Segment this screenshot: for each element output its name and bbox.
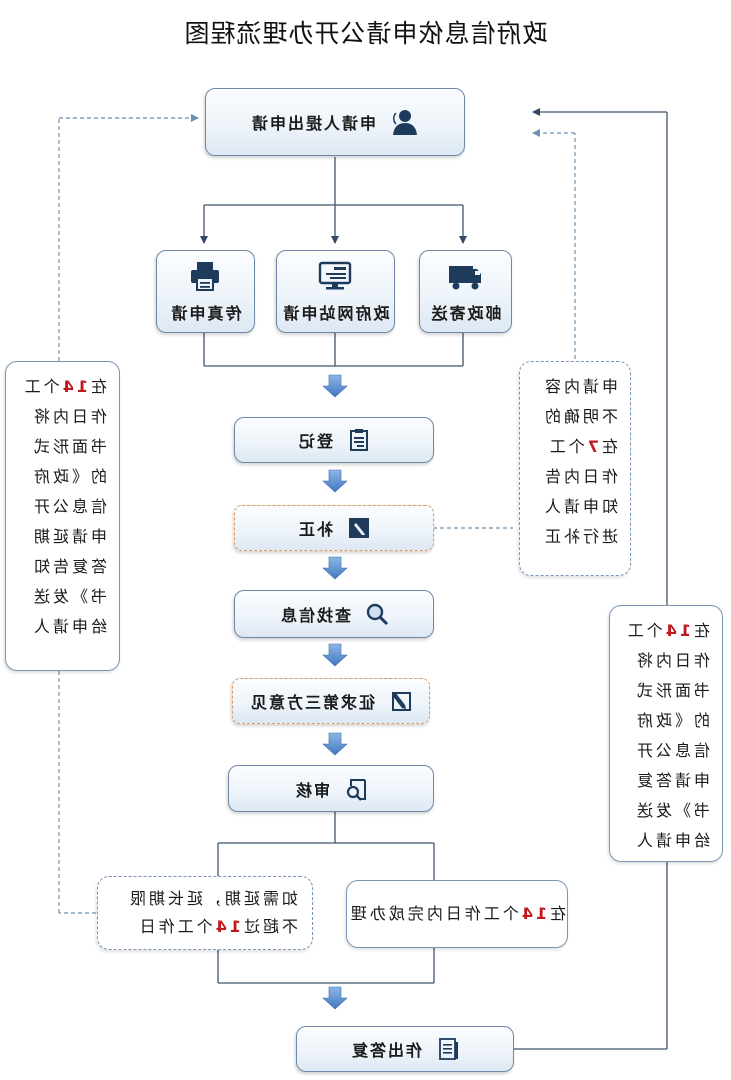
extension-notice-days: 14 (59, 377, 88, 396)
extension-line-1: 如需延期，延长期限 (126, 889, 298, 908)
reply-label: 作出答复 (350, 1041, 423, 1060)
page-title: 政府信息依申请公开办理流程图 (183, 19, 548, 48)
extension-notice-line-3: 书面形式 (30, 437, 107, 456)
correction-line-1: 申请内容 (541, 377, 618, 396)
extension-notice-note: 在14个工 作日内将 书面形式 的《政府 信息公开 申请延期 答复告知 书》发送… (5, 361, 120, 671)
extension-notice-line-5: 信息公开 (30, 497, 107, 516)
correction-note: 申请内容 不明确的 在7个工 作日内告 知申请人 进行补正 (519, 361, 631, 576)
edit-icon (389, 689, 413, 713)
extension-text-c: 个工作日 (136, 917, 213, 936)
pencil-icon (347, 516, 371, 540)
correct-box: 补正 (234, 505, 434, 551)
extension-text-a: 不超过 (240, 917, 298, 936)
mail-label: 邮政寄送 (429, 303, 502, 323)
user-icon (390, 107, 420, 137)
extension-note: 如需延期，延长期限 不超过14个工作日 (97, 876, 313, 950)
extension-notice-text-a: 在 (87, 377, 107, 396)
monitor-icon (316, 260, 356, 292)
flow-arrows (322, 374, 348, 1010)
reply-deadline-text-c: 个工 (624, 621, 663, 640)
truck-icon (446, 260, 486, 292)
reply-deadline-line-3: 书面形式 (633, 681, 710, 700)
clipboard-icon (347, 428, 371, 452)
correction-line-4: 作日内告 (541, 467, 618, 486)
reply-deadline-line-6: 申请答复 (633, 771, 710, 790)
correction-days: 7 (584, 437, 599, 456)
third-party-box: 征求第三方意见 (232, 678, 430, 724)
reply-deadline-line-7: 书》发送 (633, 801, 710, 820)
third-party-label: 征求第三方意见 (249, 693, 376, 712)
register-label: 登记 (297, 432, 334, 451)
reply-deadline-note: 在14个工 作日内将 书面形式 的《政府 信息公开 申请答复 书》发送 给申请人 (609, 605, 723, 862)
reply-deadline-line-2: 作日内将 (633, 651, 710, 670)
document-icon (436, 1037, 460, 1061)
correction-line-2: 不明确的 (541, 407, 618, 426)
correct-label: 补正 (297, 520, 334, 539)
register-box: 登记 (234, 417, 434, 463)
reply-deadline-text-a: 在 (690, 621, 710, 640)
audit-icon (344, 777, 368, 801)
apply-label: 申请人提出申请 (250, 114, 377, 133)
fax-box: 传真申请 (156, 250, 255, 333)
correction-text-a: 在 (598, 437, 618, 456)
extension-notice-text-c: 个工 (21, 377, 60, 396)
website-label: 政府网站申请 (281, 303, 390, 323)
reply-deadline-line-8: 给申请人 (633, 831, 710, 850)
branch-lines (200, 108, 668, 1050)
complete-text-c: 个工作日内完成办理 (347, 904, 519, 923)
search-label: 查找信息 (279, 606, 352, 625)
correction-text-c: 个工 (546, 437, 585, 456)
extension-notice-line-8: 书》发送 (30, 587, 107, 606)
reply-deadline-days: 14 (662, 621, 691, 640)
complete-note: 在14个工作日内完成办理 (346, 880, 568, 948)
reply-deadline-line-4: 的《政府 (633, 711, 710, 730)
extension-notice-line-9: 给申请人 (30, 617, 107, 636)
reply-deadline-line-5: 信息公开 (633, 741, 710, 760)
apply-box: 申请人提出申请 (205, 88, 465, 156)
reply-box: 作出答复 (296, 1026, 514, 1072)
extension-notice-line-4: 的《政府 (30, 467, 107, 486)
extension-notice-line-6: 申请延期 (30, 527, 107, 546)
review-label: 审核 (294, 780, 331, 800)
complete-text-a: 在 (547, 904, 567, 923)
website-box: 政府网站申请 (276, 250, 395, 333)
correction-line-6: 进行补正 (541, 527, 618, 546)
extension-notice-line-2: 作日内将 (30, 407, 107, 426)
printer-icon (186, 260, 226, 292)
review-box: 审核 (228, 765, 434, 812)
complete-days: 14 (518, 904, 548, 923)
search-box: 查找信息 (234, 590, 434, 638)
extension-days: 14 (212, 917, 241, 936)
magnifier-icon (365, 602, 389, 626)
correction-line-5: 知申请人 (541, 497, 618, 516)
fax-label: 传真申请 (169, 303, 242, 323)
mail-box: 邮政寄送 (419, 250, 512, 333)
extension-notice-line-7: 答复告知 (30, 557, 107, 576)
